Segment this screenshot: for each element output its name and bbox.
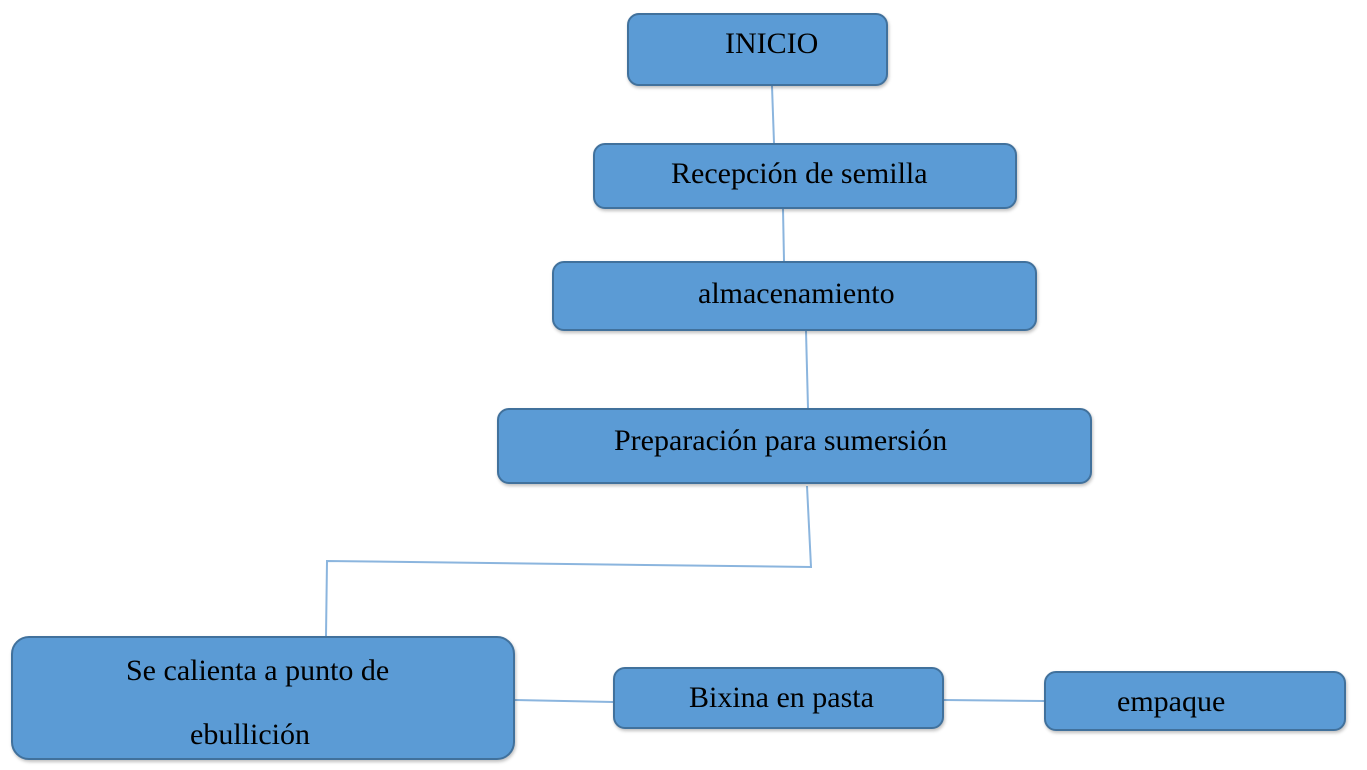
connector-recepcion-almacenamiento — [782, 208, 785, 262]
start-node: INICIO — [627, 13, 888, 86]
connector-calienta-bixina — [514, 699, 614, 703]
bixin-paste-node: Bixina en pasta — [613, 667, 944, 729]
storage-node: almacenamiento — [552, 261, 1037, 331]
storage-label: almacenamiento — [698, 277, 895, 310]
connector-bixina-empaque — [943, 699, 1045, 702]
boiling-label-line1: Se calienta a punto de — [126, 654, 390, 687]
packaging-label: empaque — [1117, 685, 1226, 718]
connector-inicio-recepcion — [771, 85, 775, 144]
start-node-label: INICIO — [725, 27, 819, 60]
seed-reception-node: Recepción de semilla — [593, 143, 1017, 209]
connector-almacenamiento-preparacion — [805, 330, 809, 409]
seed-reception-label: Recepción de semilla — [671, 157, 928, 190]
connector-preparacion-calienta — [325, 485, 813, 637]
immersion-prep-node: Preparación para sumersión — [497, 408, 1092, 484]
packaging-node: empaque — [1044, 671, 1346, 731]
boiling-label-line2: ebullición — [190, 718, 310, 751]
bixin-paste-label: Bixina en pasta — [689, 681, 874, 714]
boiling-node: Se calienta a punto de ebullición — [11, 636, 515, 760]
immersion-prep-label: Preparación para sumersión — [614, 424, 948, 457]
